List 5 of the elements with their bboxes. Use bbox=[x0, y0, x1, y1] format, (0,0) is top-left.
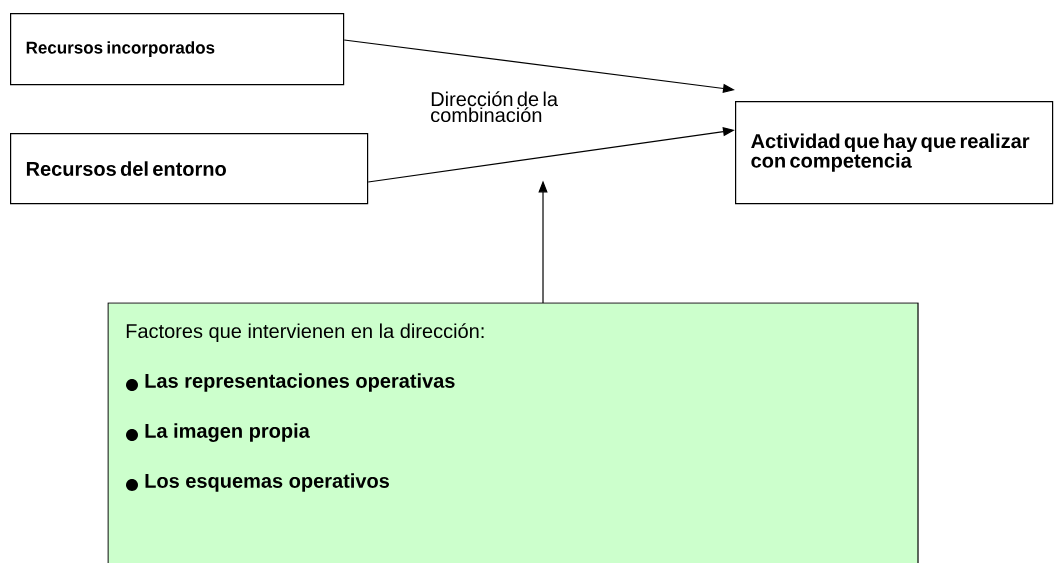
text-box: Actividad que hay que realizar con competencia bbox=[735, 101, 1054, 205]
label-text: Dirección de la combinación bbox=[431, 91, 558, 123]
text-box: Recursos incorporados bbox=[10, 13, 345, 86]
text-panel: Factores que intervienen en la dirección: Las representaciones operativas La imagen propia Los esquemas operativos bbox=[107, 302, 919, 563]
text-box: Recursos del entorno bbox=[10, 133, 369, 205]
